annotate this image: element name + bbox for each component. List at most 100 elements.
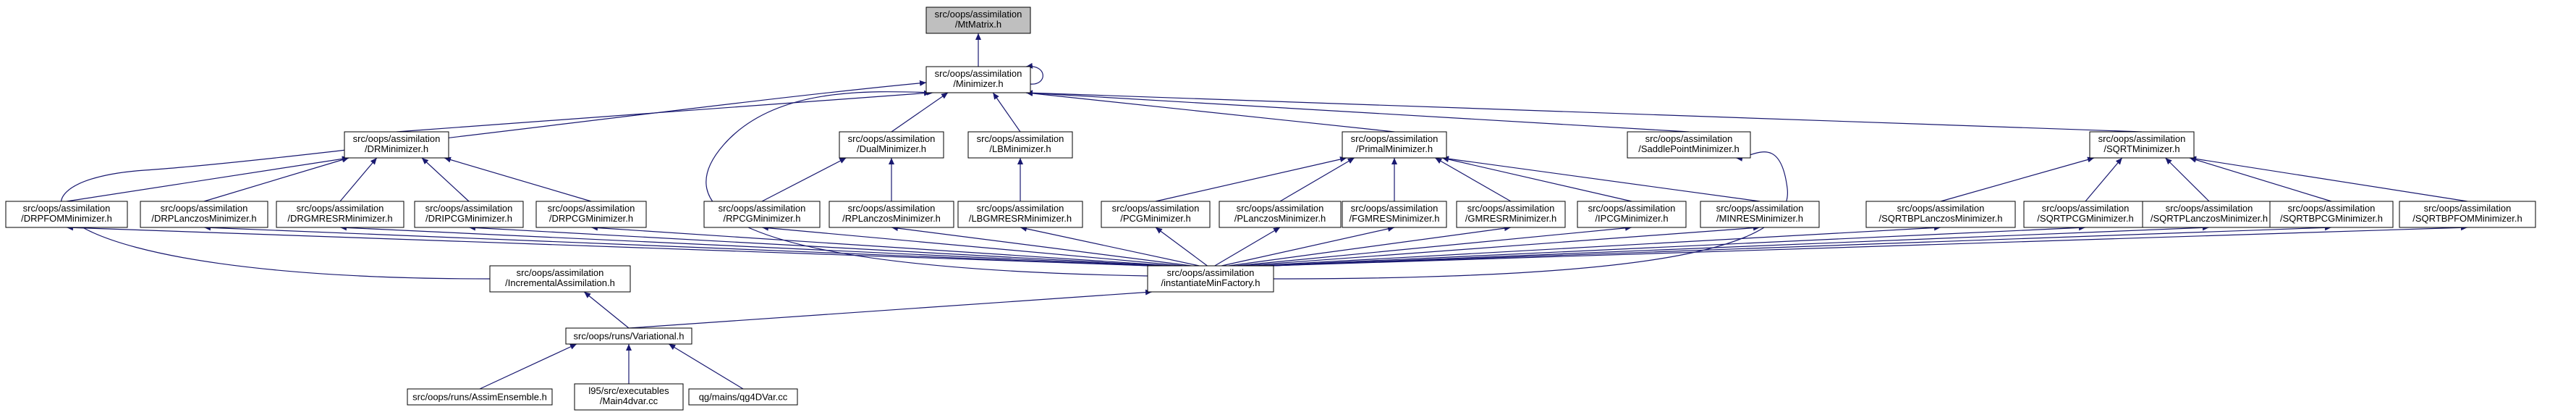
node-box <box>565 327 692 345</box>
edge-lbminimizer-to-minimizer <box>992 92 1021 133</box>
node-box <box>5 201 128 228</box>
node-box <box>2269 201 2394 228</box>
node-fgmresminimizer[interactable]: src/oops/assimilation/FGMRESMinimizer.h <box>1342 201 1447 228</box>
node-box <box>839 131 944 159</box>
node-mtmatrix[interactable]: src/oops/assimilation/MtMatrix.h <box>925 7 1031 34</box>
node-box <box>957 201 1083 228</box>
node-label-line: src/oops/assimilation <box>935 9 1022 20</box>
node-label-line: src/oops/assimilation <box>848 133 936 144</box>
node-drminimizer[interactable]: src/oops/assimilation/DRMinimizer.h <box>344 131 449 159</box>
node-label-line: src/oops/assimilation <box>1588 203 1676 214</box>
node-sqrtminimizer[interactable]: src/oops/assimilation/SQRTMinimizer.h <box>2089 131 2195 159</box>
node-main4dvar[interactable]: l95/src/executables/Main4dvar.cc <box>574 383 684 411</box>
node-label-line: src/oops/assimilation <box>1351 133 1439 144</box>
edge-sqrtpcgminimizer-to-sqrtminimizer <box>2085 157 2123 202</box>
node-sqrtbpfomminimizer[interactable]: src/oops/assimilation/SQRTBPFOMMinimizer… <box>2399 201 2536 228</box>
edge-instantiateminfactory-to-drpfomminimizer <box>66 225 1151 267</box>
node-box <box>703 201 821 228</box>
edge-minimizer-to-minimizer <box>1025 62 1043 85</box>
node-minresminimizer[interactable]: src/oops/assimilation/MINRESMinimizer.h <box>1700 201 1820 228</box>
node-label-line: src/oops/assimilation <box>977 203 1064 214</box>
edge-dripcgminimizer-to-drminimizer <box>421 157 470 202</box>
node-label-line: src/oops/assimilation <box>1237 203 1324 214</box>
node-variational[interactable]: src/oops/runs/Variational.h <box>565 327 692 345</box>
node-box <box>2023 201 2148 228</box>
node-label-line: /PCGMinimizer.h <box>1120 213 1191 224</box>
node-label-line: src/oops/assimilation <box>977 133 1064 144</box>
edge-incrementalassimilation-to-minimizer <box>60 80 927 280</box>
node-sqrtplanczosminimizer[interactable]: src/oops/assimilation/SQRTPLanczosMinimi… <box>2142 201 2276 228</box>
node-label-line: /SQRTMinimizer.h <box>2103 143 2179 154</box>
node-label-line: /MINRESMinimizer.h <box>1716 213 1803 224</box>
node-label-line: /IPCGMinimizer.h <box>1595 213 1668 224</box>
node-label-line: src/oops/assimilation <box>2098 133 2186 144</box>
node-label-line: src/oops/assimilation <box>1167 267 1255 278</box>
node-minimizer[interactable]: src/oops/assimilation/Minimizer.h <box>925 66 1031 93</box>
node-lbgmresrminimizer[interactable]: src/oops/assimilation/LBGMRESRMinimizer.… <box>957 201 1083 228</box>
node-box <box>2089 131 2195 159</box>
node-gmresrminimizer[interactable]: src/oops/assimilation/GMRESRMinimizer.h <box>1456 201 1566 228</box>
node-label-line: src/oops/assimilation <box>425 203 513 214</box>
node-ipcgminimizer[interactable]: src/oops/assimilation/IPCGMinimizer.h <box>1577 201 1687 228</box>
edge-drgmresrminimizer-to-drminimizer <box>339 157 378 202</box>
node-label-line: /LBMinimizer.h <box>989 143 1051 154</box>
edge-sqrtminimizer-to-minimizer <box>1025 90 2143 133</box>
node-assimensemble[interactable]: src/oops/runs/AssimEnsemble.h <box>407 388 553 406</box>
node-sqrtblanczosminimizer[interactable]: src/oops/assimilation/SQRTBPLanczosMinim… <box>1865 201 2016 228</box>
node-drgmresrminimizer[interactable]: src/oops/assimilation/DRGMRESRMinimizer.… <box>276 201 404 228</box>
node-label-line: src/oops/assimilation <box>1112 203 1200 214</box>
node-planczosminimizer[interactable]: src/oops/assimilation/PLanczosMinimizer.… <box>1219 201 1342 228</box>
node-label-line: src/oops/assimilation <box>353 133 441 144</box>
node-dualminimizer[interactable]: src/oops/assimilation/DualMinimizer.h <box>839 131 944 159</box>
edge-instantiateminfactory-to-ipcgminimizer <box>1235 225 1632 267</box>
node-saddlepointminimizer[interactable]: src/oops/assimilation/SaddlePointMinimiz… <box>1627 131 1751 159</box>
edge-saddlepointminimizer-to-minimizer <box>1025 90 1690 133</box>
node-rplanczosminimizer[interactable]: src/oops/assimilation/RPLanczosMinimizer… <box>829 201 954 228</box>
edge-sqrtblanczosminimizer-to-sqrtminimizer <box>1940 156 2095 202</box>
node-label-line: src/oops/assimilation <box>1645 133 1733 144</box>
edge-sqrtbpfomminimizer-to-sqrtminimizer <box>2189 156 2468 202</box>
edge-instantiateminfactory-to-sqrtbpcgminimizer <box>1270 225 2332 267</box>
node-sqrtpcgminimizer[interactable]: src/oops/assimilation/SQRTPCGMinimizer.h <box>2023 201 2148 228</box>
edge-rpcgminimizer-to-dualminimizer <box>761 157 847 202</box>
edge-drplanczosminimizer-to-drminimizer <box>203 156 349 202</box>
node-box <box>967 131 1073 159</box>
node-qg4dvar[interactable]: qg/mains/qg4DVar.cc <box>688 388 798 406</box>
edge-instantiateminfactory-to-pcgminimizer <box>1155 227 1208 267</box>
node-label-line: src/oops/assimilation <box>1467 203 1555 214</box>
node-drpfomminimizer[interactable]: src/oops/assimilation/DRPFOMMinimizer.h <box>5 201 128 228</box>
edge-instantiateminfactory-to-sqrtpcgminimizer <box>1263 225 2086 267</box>
node-label-line: /DRPCGMinimizer.h <box>549 213 633 224</box>
edge-instantiateminfactory-to-drpcgminimizer <box>590 225 1174 267</box>
node-rpcgminimizer[interactable]: src/oops/assimilation/RPCGMinimizer.h <box>703 201 821 228</box>
edge-ipcgminimizer-to-primalminimizer <box>1441 156 1632 202</box>
node-lbminimizer[interactable]: src/oops/assimilation/LBMinimizer.h <box>967 131 1073 159</box>
edge-pcgminimizer-to-primalminimizer <box>1155 156 1347 202</box>
node-label-line: /SQRTPCGMinimizer.h <box>2037 213 2133 224</box>
node-label-line: /RPLanczosMinimizer.h <box>842 213 941 224</box>
node-box <box>925 66 1031 93</box>
node-sqrtbpcgminimizer[interactable]: src/oops/assimilation/SQRTBPCGMinimizer.… <box>2269 201 2394 228</box>
node-label-line: /DRGMRESRMinimizer.h <box>287 213 392 224</box>
edge-instantiateminfactory-to-gmresrminimizer <box>1228 225 1512 267</box>
node-dripcgminimizer[interactable]: src/oops/assimilation/DRIPCGMinimizer.h <box>414 201 524 228</box>
node-drplanczosminimizer[interactable]: src/oops/assimilation/DRPLanczosMinimize… <box>140 201 268 228</box>
edge-sqrtplanczosminimizer-to-sqrtminimizer <box>2165 157 2210 202</box>
node-box <box>1342 201 1447 228</box>
node-pcgminimizer[interactable]: src/oops/assimilation/PCGMinimizer.h <box>1101 201 1211 228</box>
edge-instantiateminfactory-to-sqrtblanczosminimizer <box>1254 225 1941 267</box>
node-primalminimizer[interactable]: src/oops/assimilation/PrimalMinimizer.h <box>1342 131 1447 159</box>
node-drpcgminimizer[interactable]: src/oops/assimilation/DRPCGMinimizer.h <box>535 201 647 228</box>
node-label-line: /DRPLanczosMinimizer.h <box>151 213 256 224</box>
node-label-line: /Main4dvar.cc <box>600 395 658 406</box>
node-box <box>489 265 631 293</box>
node-label-line: /DRPFOMMinimizer.h <box>21 213 112 224</box>
node-label-line: /DRIPCGMinimizer.h <box>425 213 512 224</box>
node-box <box>344 131 449 159</box>
node-instantiateminfactory[interactable]: src/oops/assimilation/instantiateMinFact… <box>1147 265 1274 293</box>
node-incrementalassimilation[interactable]: src/oops/assimilation/IncrementalAssimil… <box>489 265 631 293</box>
edge-drpcgminimizer-to-drminimizer <box>444 156 592 202</box>
edge-dualminimizer-to-minimizer <box>891 92 949 133</box>
node-box <box>1627 131 1751 159</box>
node-label-line: /FGMRESMinimizer.h <box>1350 213 1440 224</box>
